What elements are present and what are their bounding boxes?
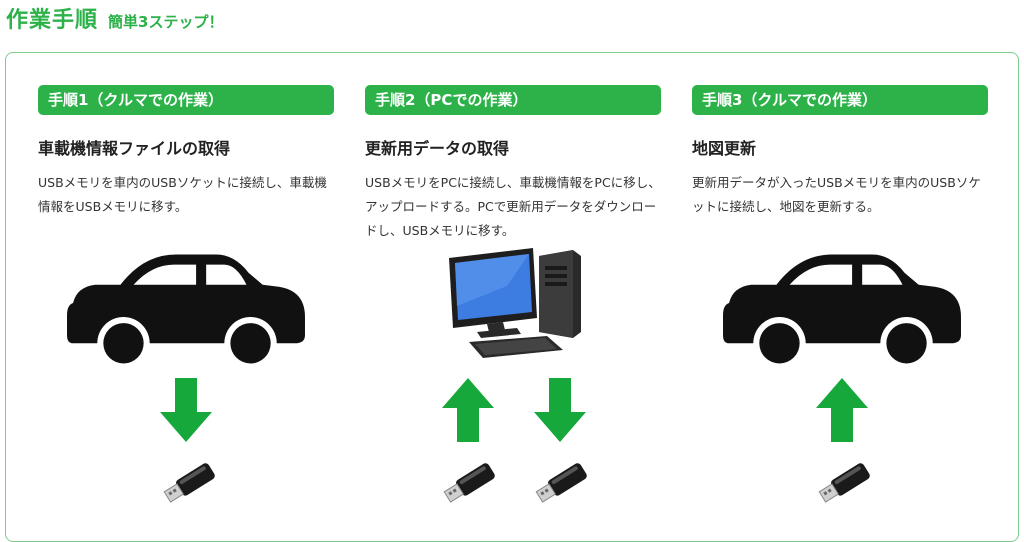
- step-2-title: 更新用データの取得: [365, 139, 510, 158]
- step-2-label: 手順2（PCでの作業）: [365, 85, 661, 115]
- page-title: 作業手順: [6, 8, 99, 33]
- page-subtitle: 簡単3ステップ！: [108, 13, 224, 31]
- step-3-title: 地図更新: [692, 139, 757, 158]
- usb-memory-icon: [535, 463, 587, 503]
- step-1: 手順1（クルマでの作業） 車載機情報ファイルの取得 USBメモリを車内のUSBソ…: [38, 85, 334, 219]
- step-2-description: USBメモリをPCに接続し、車載機情報をPCに移し、アップロードする。PCで更新…: [365, 175, 661, 238]
- usb-memory-icon: [818, 463, 870, 503]
- car-icon: [723, 254, 961, 370]
- step-3: 手順3（クルマでの作業） 地図更新 更新用データが入ったUSBメモリを車内のUS…: [692, 85, 988, 219]
- arrow-down-icon: [534, 378, 586, 442]
- car-icon: [67, 254, 305, 370]
- desktop-pc-icon: [449, 248, 581, 358]
- usb-memory-icon: [163, 463, 215, 503]
- step-2: 手順2（PCでの作業） 更新用データの取得 USBメモリをPCに接続し、車載機情…: [365, 85, 661, 243]
- page-heading: 作業手順 簡単3ステップ！: [6, 2, 223, 34]
- arrow-up-icon: [442, 378, 494, 442]
- step-1-label: 手順1（クルマでの作業）: [38, 85, 334, 115]
- step-3-description: 更新用データが入ったUSBメモリを車内のUSBソケットに接続し、地図を更新する。: [692, 175, 981, 214]
- arrow-down-icon: [160, 378, 212, 442]
- step-3-label: 手順3（クルマでの作業）: [692, 85, 988, 115]
- arrow-up-icon: [816, 378, 868, 442]
- step-1-description: USBメモリを車内のUSBソケットに接続し、車載機情報をUSBメモリに移す。: [38, 175, 327, 214]
- step-1-title: 車載機情報ファイルの取得: [38, 139, 231, 158]
- usb-memory-icon: [443, 463, 495, 503]
